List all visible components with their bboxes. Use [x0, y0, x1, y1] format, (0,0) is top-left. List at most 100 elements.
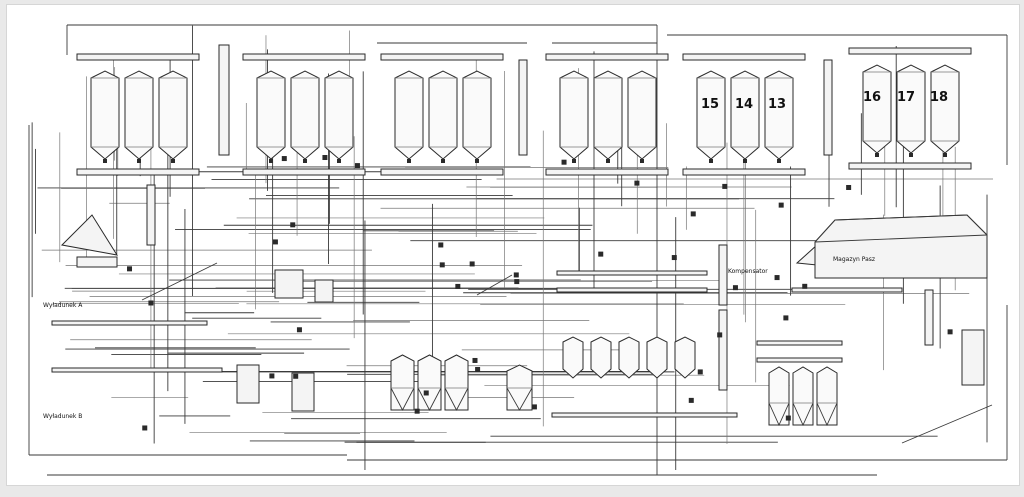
valve [698, 369, 703, 374]
storage-bin [507, 365, 532, 410]
silo [429, 71, 457, 163]
left-label-2: Wyładunek B [43, 413, 82, 420]
small-silo [647, 337, 667, 378]
process-unit [237, 365, 259, 403]
silo [325, 71, 353, 163]
valve [514, 279, 519, 284]
top-conveyor [381, 54, 503, 60]
valve [455, 284, 460, 289]
valve [415, 409, 420, 414]
valve [562, 160, 567, 165]
silo [91, 71, 119, 163]
receiving-pit [77, 257, 117, 267]
horizontal-conveyor [52, 368, 222, 372]
bottom-conveyor [849, 163, 971, 169]
bucket-elevator [219, 45, 229, 155]
process-flow-diagram: 15 14 13 16 17 18 Magazyn Pasz Kompensat… [7, 5, 1019, 485]
valve [689, 398, 694, 403]
diagram-canvas: 15 14 13 16 17 18 Magazyn Pasz Kompensat… [6, 4, 1020, 486]
valve [472, 358, 477, 363]
valve [475, 367, 480, 372]
top-conveyor [77, 54, 199, 60]
bucket-elevator [925, 290, 933, 345]
horizontal-conveyor [757, 358, 842, 362]
valve [470, 261, 475, 266]
silo-number-14: 14 [735, 97, 753, 112]
valve [438, 242, 443, 247]
top-conveyor [683, 54, 805, 60]
valve [775, 275, 780, 280]
valve [532, 404, 537, 409]
valve [322, 155, 327, 160]
silo [159, 71, 187, 163]
silo [463, 71, 491, 163]
small-silo [563, 337, 583, 378]
small-silo [619, 337, 639, 378]
horizontal-conveyor [557, 271, 707, 275]
top-conveyor [243, 54, 365, 60]
silo [765, 71, 793, 163]
silo [731, 71, 759, 163]
valve [722, 184, 727, 189]
silo-number-16: 16 [863, 90, 881, 105]
bucket-elevator [719, 245, 727, 305]
silo [395, 71, 423, 163]
process-unit [962, 330, 984, 385]
bucket-elevator [719, 310, 727, 390]
bottom-conveyor [683, 169, 805, 175]
horizontal-conveyor [552, 413, 737, 417]
silo [628, 71, 656, 163]
process-unit [315, 280, 333, 302]
left-label-1: Wyładunek A [43, 302, 83, 309]
silo [594, 71, 622, 163]
silo [697, 71, 725, 163]
valve [802, 284, 807, 289]
silo [291, 71, 319, 163]
inclined-conveyor [902, 405, 992, 443]
valve [355, 163, 360, 168]
valve [733, 285, 738, 290]
valve [297, 327, 302, 332]
valve [142, 425, 147, 430]
valve [293, 374, 298, 379]
bottom-conveyor [381, 169, 503, 175]
silo [125, 71, 153, 163]
silo [863, 65, 891, 157]
valve [514, 272, 519, 277]
valve [779, 203, 784, 208]
warehouse-label: Magazyn Pasz [833, 256, 875, 263]
valve [786, 416, 791, 421]
bucket-elevator [519, 60, 527, 155]
valve [846, 185, 851, 190]
valve [598, 252, 603, 257]
storage-bin [817, 367, 837, 425]
valve [290, 222, 295, 227]
silo [897, 65, 925, 157]
truck-hopper [62, 215, 117, 255]
inclined-conveyor [477, 275, 512, 295]
bucket-elevator [147, 185, 155, 245]
storage-bin [391, 355, 414, 410]
valve [282, 156, 287, 161]
valve [273, 239, 278, 244]
bottom-conveyor [243, 169, 365, 175]
valve [634, 181, 639, 186]
horizontal-conveyor [52, 321, 207, 325]
valve [269, 373, 274, 378]
horizontal-conveyor [557, 288, 707, 292]
silo [257, 71, 285, 163]
warehouse-building: Magazyn Pasz [815, 215, 987, 278]
silo-number-13: 13 [768, 97, 786, 112]
silo-number-15: 15 [701, 97, 719, 112]
valve [127, 266, 132, 271]
bottom-conveyor [546, 169, 668, 175]
horizontal-conveyor [792, 288, 902, 292]
bucket-elevator [824, 60, 832, 155]
bottom-conveyor [77, 169, 199, 175]
valve [691, 211, 696, 216]
silo-number-17: 17 [897, 90, 915, 105]
silo [931, 65, 959, 157]
top-conveyor [849, 48, 971, 54]
small-silo [591, 337, 611, 378]
valve [783, 315, 788, 320]
